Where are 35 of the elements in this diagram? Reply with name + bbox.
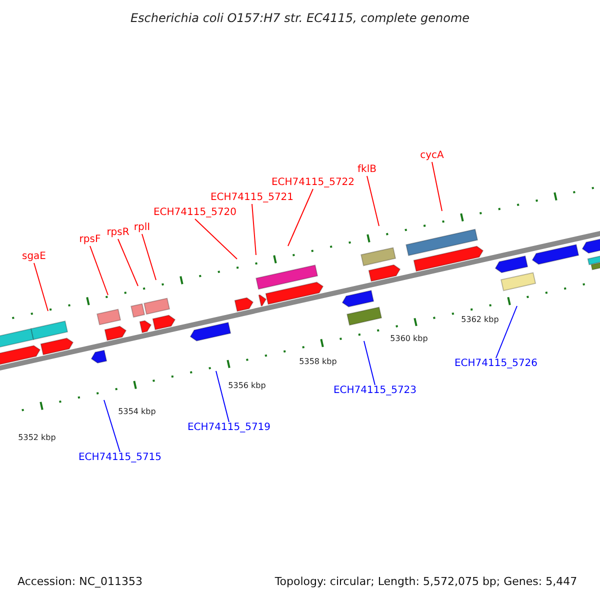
leader-line	[142, 234, 156, 280]
leader-line	[288, 188, 314, 246]
title: Escherichia coli O157:H7 str. EC4115, complete genome	[130, 12, 470, 24]
gene-label: fklB	[358, 164, 376, 176]
gene-label: sgaE	[22, 251, 46, 263]
gene-label: rplI	[134, 222, 150, 234]
tick-label: 5360 kbp	[389, 333, 429, 345]
leader-line	[496, 306, 518, 358]
leader-line	[90, 246, 108, 296]
leader-line	[364, 340, 376, 386]
leader-line	[118, 238, 138, 286]
gene-label: rpsR	[106, 227, 130, 239]
tick-label: 5356 kbp	[227, 380, 267, 392]
leader-line	[216, 370, 230, 422]
gene-label: rpsF	[79, 234, 101, 246]
gene-label: ECH74115_5719	[187, 422, 271, 434]
leader-line	[194, 218, 238, 260]
tick-label: 5354 kbp	[117, 406, 157, 418]
tick-label: 5358 kbp	[298, 356, 338, 368]
gene-label: ECH74115_5726	[454, 358, 538, 370]
gene-label: ECH74115_5721	[210, 192, 294, 204]
leader-line	[252, 204, 256, 256]
tick-label: 5362 kbp	[460, 314, 500, 326]
leader-line	[432, 162, 442, 212]
gene-label: ECH74115_5723	[333, 385, 417, 397]
leader-line	[104, 400, 120, 452]
genome-summary-text: Topology: circular; Length: 5,572,075 bp; Genes: 5,447	[274, 576, 578, 588]
tick-label: 5352 kbp	[17, 432, 57, 444]
gene-label: ECH74115_5722	[271, 177, 355, 189]
gene-label: ECH74115_5720	[153, 207, 237, 219]
gene-label: ECH74115_5715	[78, 452, 162, 464]
leader-line	[366, 176, 380, 226]
accession-text: Accession: NC_011353	[17, 576, 143, 588]
gene-label: cycA	[420, 150, 444, 162]
leader-line	[34, 262, 48, 312]
